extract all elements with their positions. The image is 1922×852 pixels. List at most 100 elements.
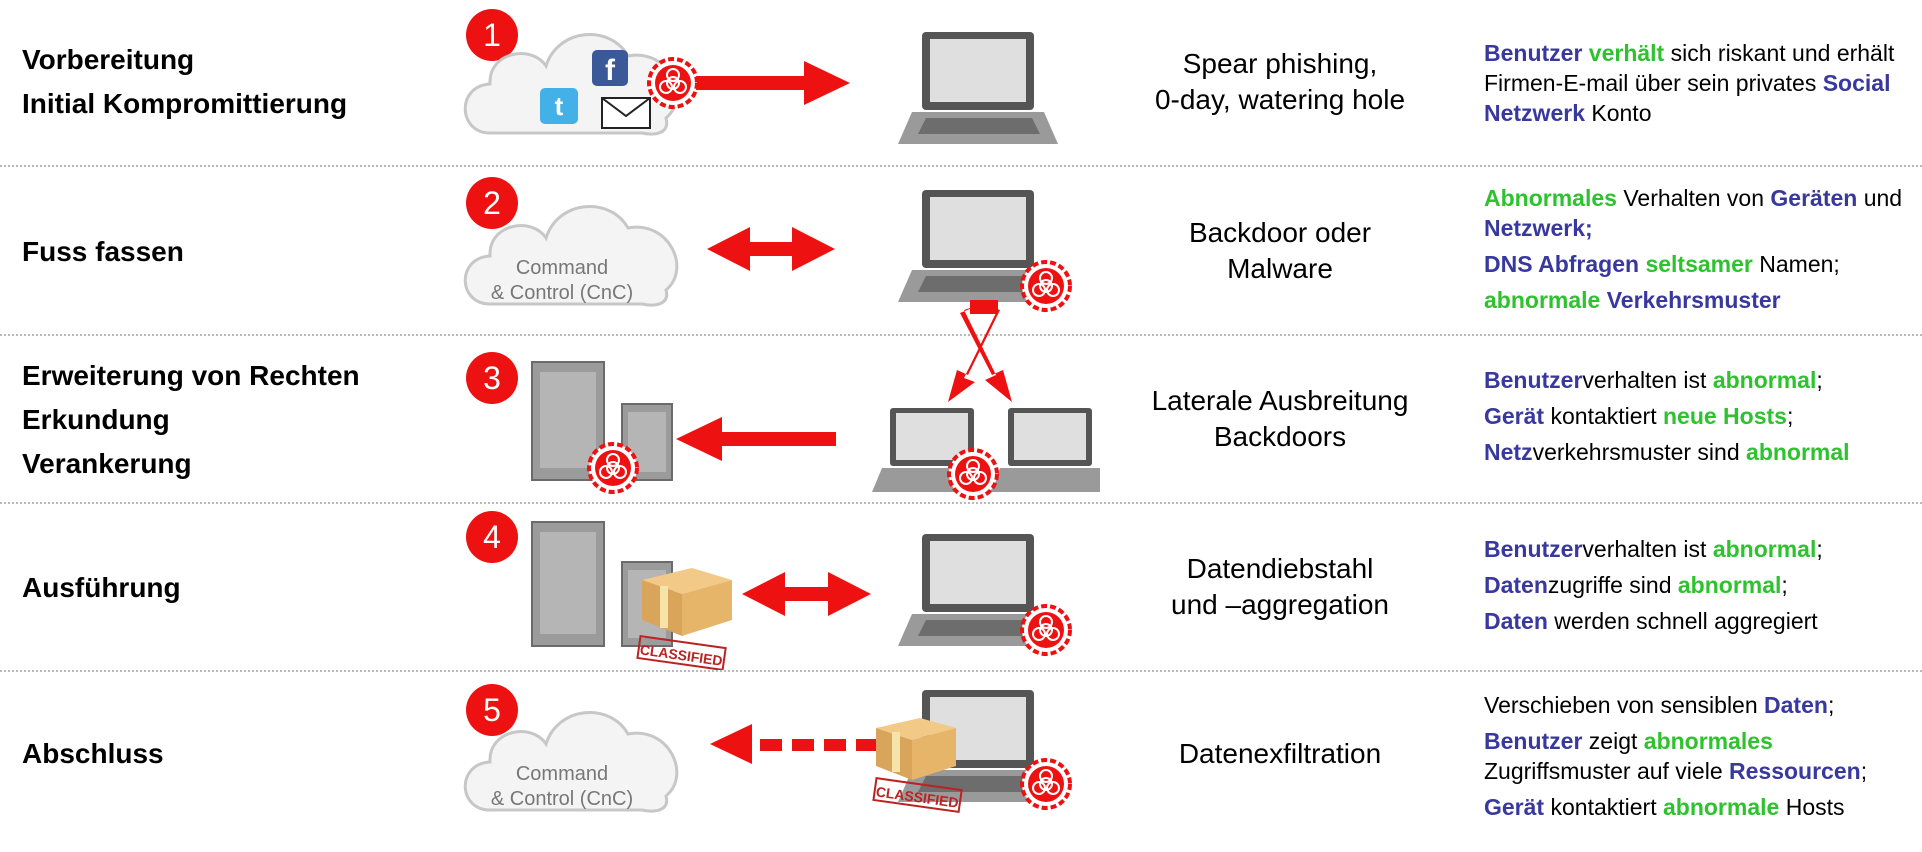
phase-label: Vorbereitung Initial Kompromittierung <box>22 38 347 126</box>
step-number: 4 <box>483 519 501 555</box>
indicator-list: Benutzerverhalten ist abnormal; Gerät ko… <box>1484 365 1914 473</box>
phase-label: Abschluss <box>22 732 164 776</box>
step-number-badge: 1 <box>466 9 518 61</box>
indicator-keyword-blue: Netz <box>1484 439 1533 465</box>
indicator-keyword-blue: Daten <box>1764 692 1828 718</box>
phase-description: Backdoor oder Malware <box>1100 215 1460 287</box>
biohazard-icon <box>587 442 639 494</box>
step-number-badge: 3 <box>466 352 518 404</box>
package-icon <box>642 568 732 636</box>
indicator-keyword-blue: Benutzer <box>1484 536 1583 562</box>
indicator-keyword-blue: Ressourcen <box>1729 758 1861 784</box>
indicator-line: Verschieben von sensiblen Daten; <box>1484 690 1914 720</box>
indicator-keyword-green: abnormales <box>1643 728 1773 754</box>
step-number-badge: 5 <box>466 684 518 736</box>
attack-arrow <box>676 417 836 461</box>
step-number-badge: 4 <box>466 511 518 563</box>
indicator-keyword-blue: DNS Abfragen <box>1484 251 1640 277</box>
indicator-text: ; <box>1827 692 1835 718</box>
step-number: 1 <box>483 17 501 53</box>
row-divider <box>0 165 1922 167</box>
indicator-keyword-blue: Gerät <box>1484 403 1545 429</box>
indicator-text: verhalten ist <box>1582 367 1713 393</box>
package-icon <box>876 718 956 780</box>
indicator-text: Namen; <box>1752 251 1840 277</box>
indicator-text: ; <box>1860 758 1868 784</box>
cloud-label: Command <box>516 257 608 279</box>
step-number: 2 <box>483 185 501 221</box>
phase-line: Erkundung <box>22 404 170 435</box>
phase-label: Ausführung <box>22 566 181 610</box>
server-icon <box>531 361 673 481</box>
indicator-text: ; <box>1786 403 1794 429</box>
biohazard-icon <box>1020 604 1072 656</box>
phase-line: Verankerung <box>22 448 192 479</box>
svg-text:f: f <box>605 54 616 87</box>
laptop-icon <box>990 408 1100 492</box>
indicator-keyword-blue: Social Netzwerk <box>1484 70 1891 126</box>
indicator-keyword-green: abnormal <box>1746 439 1850 465</box>
indicator-line: DNS Abfragen seltsamer Namen; <box>1484 249 1914 279</box>
facebook-icon: f <box>592 50 628 87</box>
row-1-diagram: 1 f t <box>463 9 1058 144</box>
indicator-line: Netzverkehrsmuster sind abnormal <box>1484 437 1914 467</box>
lateral-movement-arrow <box>948 300 1012 402</box>
indicator-list: Benutzer verhält sich riskant und erhält… <box>1484 38 1914 134</box>
biohazard-icon <box>647 57 699 109</box>
mail-icon <box>601 97 651 129</box>
indicator-line: Benutzerverhalten ist abnormal; <box>1484 534 1914 564</box>
indicator-line: Abnormales Verhalten von Geräten und Net… <box>1484 183 1914 243</box>
indicator-keyword-green: abnormal <box>1712 536 1817 562</box>
indicator-list: Abnormales Verhalten von Geräten und Net… <box>1484 183 1914 321</box>
indicator-line: Daten werden schnell aggregiert <box>1484 606 1914 636</box>
phase-line: Initial Kompromittierung <box>22 88 348 119</box>
indicator-line: Gerät kontaktiert abnormale Hosts <box>1484 792 1914 822</box>
indicator-keyword-blue: Gerät <box>1484 794 1545 820</box>
indicator-list: Benutzerverhalten ist abnormal; Datenzug… <box>1484 534 1914 642</box>
svg-text:t: t <box>555 91 564 121</box>
indicator-text: und <box>1857 185 1903 211</box>
description-line: und –aggregation <box>1171 589 1389 620</box>
indicator-text: Konto <box>1584 100 1652 126</box>
phase-description: Spear phishing, 0-day, watering hole <box>1100 46 1460 118</box>
cloud-icon: Command & Control (CnC) <box>463 205 679 307</box>
indicator-text: verhalten ist <box>1582 536 1713 562</box>
indicator-keyword-blue: Daten <box>1484 572 1548 598</box>
cloud-label: Command <box>516 763 608 785</box>
bidirectional-arrow <box>707 227 835 271</box>
phase-line: Vorbereitung <box>22 44 195 75</box>
indicator-text: ; <box>1816 536 1823 562</box>
description-line: Datendiebstahl <box>1186 553 1374 584</box>
row-5-diagram: 5 Command & Control (CnC) C <box>463 684 1072 814</box>
twitter-icon: t <box>540 88 578 124</box>
indicator-line: Benutzer zeigt abnormales Zugriffsmuster… <box>1484 726 1914 786</box>
row-divider <box>0 334 1922 336</box>
indicator-text: zeigt <box>1582 728 1644 754</box>
indicator-keyword-green: neue Hosts <box>1662 403 1787 429</box>
indicator-keyword-green: Abnormales <box>1484 185 1617 211</box>
description-line: Backdoor oder <box>1188 217 1372 248</box>
indicator-keyword-blue: Benutzer <box>1484 728 1583 754</box>
phase-line: Fuss fassen <box>22 236 184 267</box>
description-line: 0-day, watering hole <box>1154 84 1406 115</box>
indicator-text: werden schnell aggregiert <box>1547 608 1818 634</box>
laptop-icon <box>898 534 1058 646</box>
indicator-keyword-green: abnormal <box>1712 367 1817 393</box>
indicator-line: Benutzer verhält sich riskant und erhält… <box>1484 38 1914 128</box>
indicator-line: Datenzugriffe sind abnormal; <box>1484 570 1914 600</box>
indicator-keyword-green: verhält <box>1588 40 1665 66</box>
row-4-diagram: 4 CLASSIFIED <box>466 511 1072 670</box>
indicator-list: Verschieben von sensiblen Daten; Benutze… <box>1484 690 1914 828</box>
indicator-keyword-green: abnormal <box>1677 572 1782 598</box>
biohazard-icon <box>1020 260 1072 312</box>
description-line: Datenexfiltration <box>1178 738 1382 769</box>
indicator-text: Verschieben von sensiblen <box>1484 692 1765 718</box>
indicator-keyword-green: abnormale <box>1484 287 1601 313</box>
description-line: Backdoors <box>1213 421 1347 452</box>
biohazard-icon <box>1020 758 1072 810</box>
row-divider <box>0 670 1922 672</box>
indicator-keyword-green: seltsamer <box>1645 251 1753 277</box>
phase-description: Laterale Ausbreitung Backdoors <box>1100 383 1460 455</box>
indicator-text: ; <box>1816 367 1823 393</box>
attack-arrow <box>694 61 850 105</box>
